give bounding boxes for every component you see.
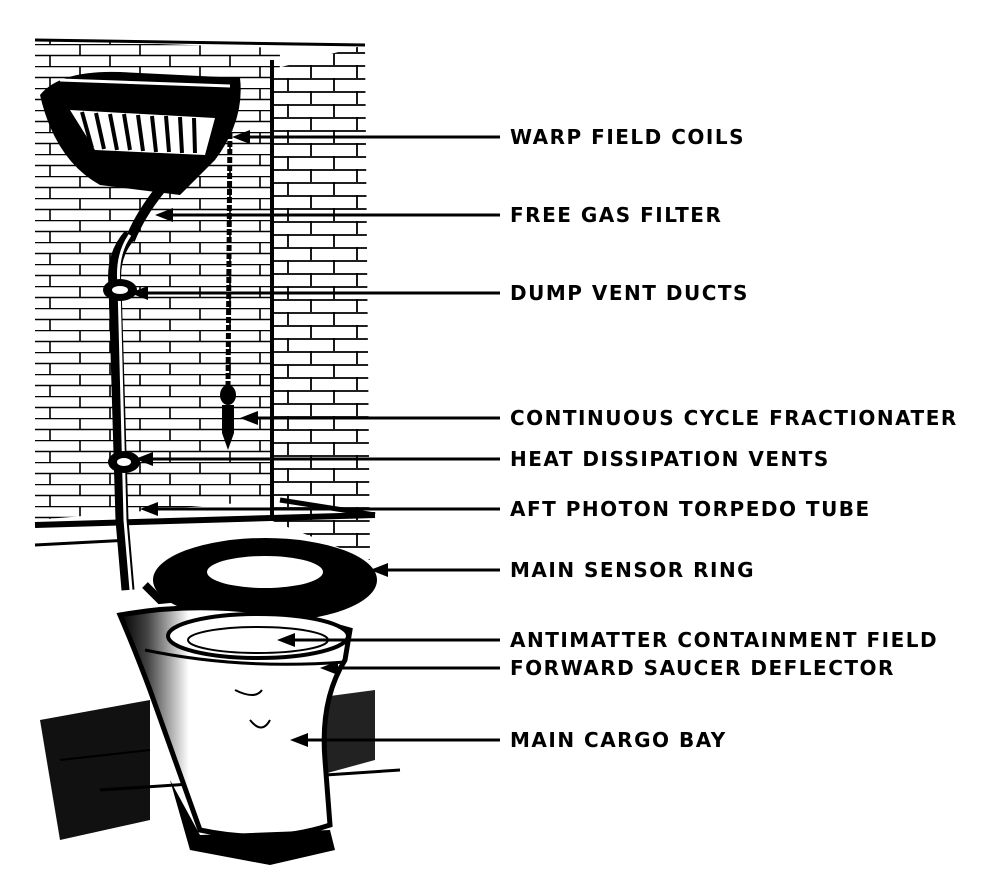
label-main-sensor-ring: MAIN SENSOR RING xyxy=(510,558,756,582)
label-warp-field-coils: WARP FIELD COILS xyxy=(510,125,746,149)
label-main-cargo-bay: MAIN CARGO BAY xyxy=(510,728,727,752)
arrowhead-cargo xyxy=(290,733,308,747)
arrowhead-warp xyxy=(232,130,250,144)
arrowhead-aft xyxy=(140,502,158,516)
flush-pipe xyxy=(103,230,140,591)
label-aft-photon-torpedo-tube: AFT PHOTON TORPEDO TUBE xyxy=(510,497,871,521)
toilet-bowl xyxy=(116,605,353,865)
toilet-seat xyxy=(142,538,377,622)
arrowhead-dump xyxy=(130,286,148,300)
arrowhead-antimatter xyxy=(277,633,295,647)
arrowhead-cycle xyxy=(240,411,258,425)
label-dump-vent-ducts: DUMP VENT DUCTS xyxy=(510,281,749,305)
callout-arrows xyxy=(130,130,500,747)
label-continuous-cycle-fractionater: CONTINUOUS CYCLE FRACTIONATER xyxy=(510,406,958,430)
arrowhead-heat xyxy=(135,452,153,466)
label-forward-saucer-deflector: FORWARD SAUCER DEFLECTOR xyxy=(510,656,895,680)
arrowhead-gas xyxy=(155,208,173,222)
arrowhead-saucer xyxy=(320,661,338,675)
label-antimatter-containment-field: ANTIMATTER CONTAINMENT FIELD xyxy=(510,628,939,652)
label-free-gas-filter: FREE GAS FILTER xyxy=(510,203,723,227)
label-heat-dissipation-vents: HEAT DISSIPATION VENTS xyxy=(510,447,830,471)
arrowhead-sensor xyxy=(370,563,388,577)
pull-chain xyxy=(220,124,236,450)
cistern xyxy=(40,71,241,242)
